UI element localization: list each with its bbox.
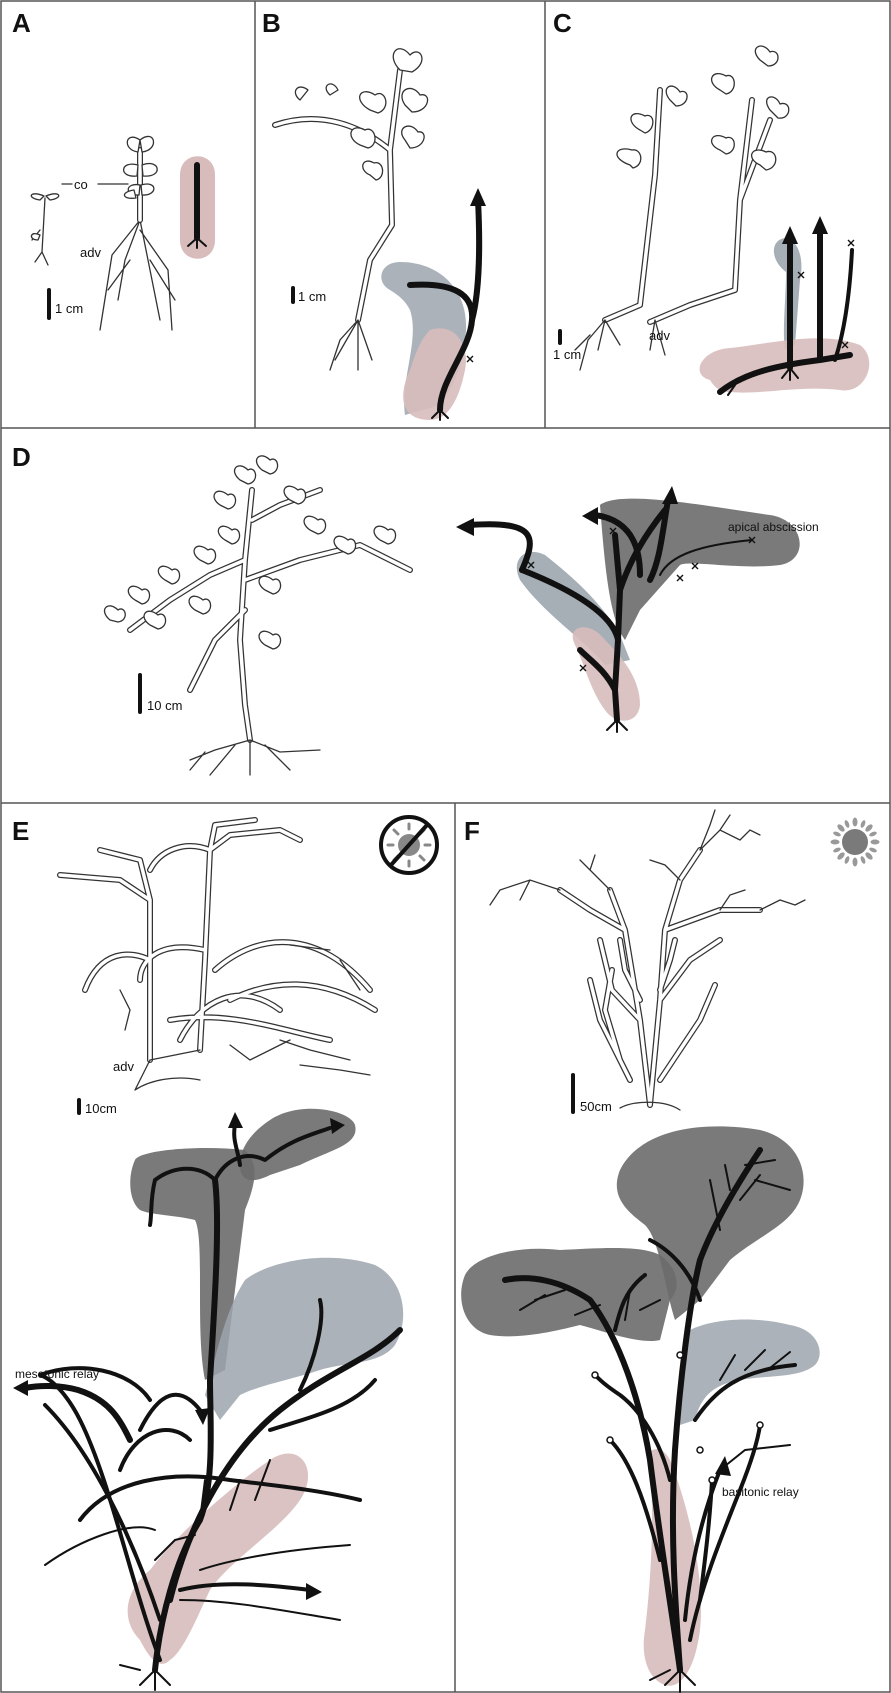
label-co: co: [74, 177, 88, 192]
schematic-e: [13, 1109, 403, 1690]
panel-e: E adv 10cm: [12, 816, 437, 1690]
panel-d: D: [12, 442, 819, 775]
arrow-head-c2: [812, 216, 828, 234]
axis-relay-b: [472, 200, 479, 320]
arrow-head-f: [715, 1456, 731, 1476]
annotation-basitonic-relay: basitonic relay: [722, 1485, 799, 1499]
root-e: [120, 1665, 170, 1690]
panel-f: F: [461, 810, 879, 1692]
panel-b: B 1 cm: [262, 8, 486, 420]
panel-c: C adv 1 cm: [553, 8, 869, 395]
panel-letter-f: F: [464, 816, 480, 846]
arrow-head-d3: [662, 486, 678, 504]
plant-drawing-c: [575, 46, 789, 370]
relay-leader-f: [720, 1445, 790, 1470]
schematic-c: [700, 216, 870, 395]
full-sun-icon: [831, 818, 880, 867]
arrow-head-b: [470, 188, 486, 206]
twig-e1: [180, 1600, 340, 1620]
tree-drawing-e: [60, 820, 375, 1090]
arrow-head-c1: [782, 226, 798, 244]
dark-zone-e1: [240, 1109, 356, 1180]
panel-letter-c: C: [553, 8, 572, 38]
panel-letter-d: D: [12, 442, 31, 472]
panel-letter-e: E: [12, 816, 29, 846]
arrow-head-e5: [306, 1583, 322, 1600]
scale-label-b: 1 cm: [298, 289, 326, 304]
gray-zone-f: [679, 1320, 820, 1425]
x-mark-c1: [848, 240, 854, 246]
panel-a: A co adv 1 cm: [12, 8, 215, 330]
plant-drawing-d: [105, 456, 410, 775]
shade-crossed-sun-icon: [381, 817, 437, 873]
seedling-small: [31, 194, 58, 265]
scale-label-a: 1 cm: [55, 301, 83, 316]
x-mark-d3: [677, 575, 683, 581]
arrow-head-d2: [582, 507, 598, 525]
plant-drawing-a: [100, 136, 175, 330]
x-mark-b: [467, 356, 473, 362]
panel-letter-a: A: [12, 8, 31, 38]
panel-letter-b: B: [262, 8, 281, 38]
annotation-apical-abscission: apical abscission: [728, 520, 819, 534]
arrow-head-d1: [456, 518, 474, 536]
tree-drawing-f: [490, 810, 805, 1110]
scale-label-d: 10 cm: [147, 698, 182, 713]
schematic-f: [461, 1126, 820, 1692]
schematic-a: [180, 156, 215, 259]
label-adv-a: adv: [80, 245, 101, 260]
x-mark-d2: [692, 563, 698, 569]
arrow-head-e3: [13, 1380, 28, 1396]
annotation-mesotonic-relay: mesotonic relay: [15, 1367, 99, 1381]
schematic-b: [381, 188, 486, 420]
root-d: [607, 720, 627, 732]
scale-label-c: 1 cm: [553, 347, 581, 362]
plant-drawing-b: [275, 49, 428, 370]
arrow-head-e2: [228, 1112, 243, 1128]
label-adv-e: adv: [113, 1059, 134, 1074]
leaves-d: [105, 456, 396, 649]
dark-zone-f2: [461, 1248, 676, 1341]
label-adv-c: adv: [649, 328, 670, 343]
scale-label-f: 50cm: [580, 1099, 612, 1114]
scale-label-e: 10cm: [85, 1101, 117, 1116]
